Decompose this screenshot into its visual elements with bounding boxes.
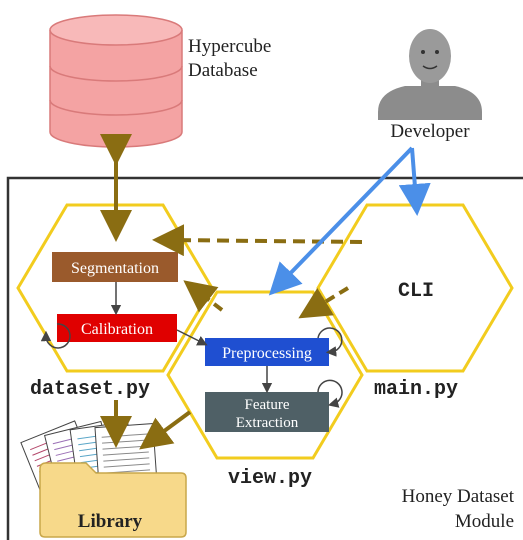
preprocessing-box bbox=[205, 338, 329, 366]
view-to-dataset-dashed-arrow bbox=[183, 280, 224, 313]
dataset-label: dataset.py bbox=[30, 378, 150, 401]
database-icon bbox=[49, 14, 183, 148]
module-boundary bbox=[6, 176, 523, 540]
module-label-2: Module bbox=[455, 511, 514, 532]
cal-to-pre-arrow bbox=[176, 329, 208, 346]
developer-to-view-arrow bbox=[268, 146, 414, 296]
feature-loop-arrow bbox=[317, 379, 343, 408]
calibration-loop-arrow bbox=[40, 323, 71, 349]
preprocessing-loop-arrow bbox=[317, 327, 343, 357]
view-label: view.py bbox=[228, 467, 312, 490]
cli-label: CLI bbox=[398, 280, 434, 303]
calibration-label: Calibration bbox=[81, 321, 153, 338]
cli-to-view-dashed-arrow bbox=[298, 286, 350, 319]
module-label-1: Honey Dataset bbox=[402, 486, 515, 507]
preprocessing-label: Preprocessing bbox=[222, 345, 312, 362]
database-label-2: Database bbox=[188, 60, 258, 81]
dataset-hexagon bbox=[16, 203, 214, 373]
feature-extraction-box bbox=[205, 392, 329, 432]
view-hexagon bbox=[166, 290, 364, 460]
main-hexagon bbox=[316, 203, 514, 373]
segmentation-box bbox=[52, 252, 178, 282]
segmentation-label: Segmentation bbox=[71, 260, 159, 277]
feature-label-1: Feature bbox=[245, 397, 290, 413]
main-label: main.py bbox=[374, 378, 458, 401]
view-to-library-arrow bbox=[139, 410, 192, 450]
developer-label: Developer bbox=[390, 121, 470, 142]
feature-label-2: Extraction bbox=[236, 415, 299, 431]
developer-icon bbox=[378, 29, 482, 120]
database-label-1: Hypercube bbox=[188, 36, 271, 57]
library-label: Library bbox=[78, 511, 143, 532]
calibration-box bbox=[57, 314, 177, 342]
developer-to-cli-arrow bbox=[398, 147, 431, 216]
cli-to-dataset-dashed-arrow bbox=[152, 224, 363, 257]
